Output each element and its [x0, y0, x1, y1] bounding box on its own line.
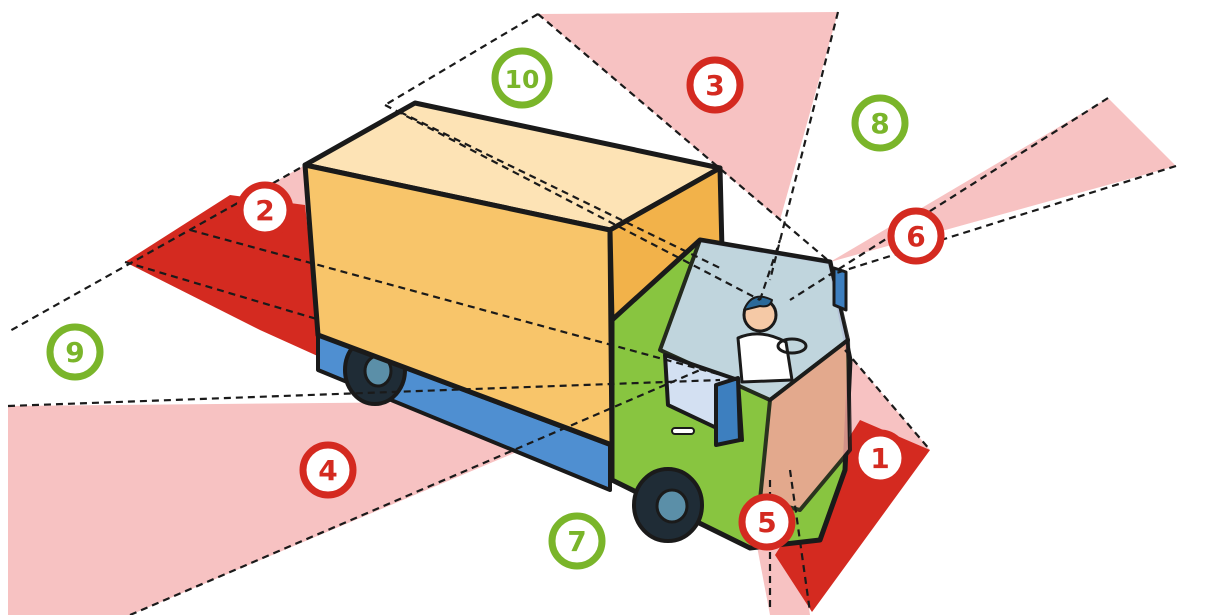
badge-1: 1 [855, 433, 905, 483]
badge-4-label: 4 [318, 454, 337, 487]
badge-1-label: 1 [870, 442, 889, 475]
badge-4: 4 [303, 445, 353, 495]
badge-7-label: 7 [567, 525, 586, 558]
badge-8-label: 8 [870, 107, 889, 140]
badge-6-label: 6 [906, 220, 925, 253]
front-wheel-hub [657, 490, 687, 522]
badge-10-label: 10 [505, 65, 540, 94]
badge-3-label: 3 [705, 69, 724, 102]
zone-2-dark [125, 195, 322, 358]
badge-2-label: 2 [255, 194, 274, 227]
badge-6: 6 [891, 211, 941, 261]
side-mirror [716, 378, 740, 445]
badge-10: 10 [495, 51, 549, 105]
right-mirror [834, 268, 846, 310]
badge-7: 7 [552, 516, 602, 566]
badge-5-label: 5 [757, 506, 776, 539]
badge-9-label: 9 [65, 336, 84, 369]
badge-9: 9 [50, 327, 100, 377]
badge-3: 3 [690, 60, 740, 110]
door-handle [672, 428, 694, 434]
badge-2: 2 [240, 185, 290, 235]
badge-8: 8 [855, 98, 905, 148]
badge-5: 5 [742, 497, 792, 547]
